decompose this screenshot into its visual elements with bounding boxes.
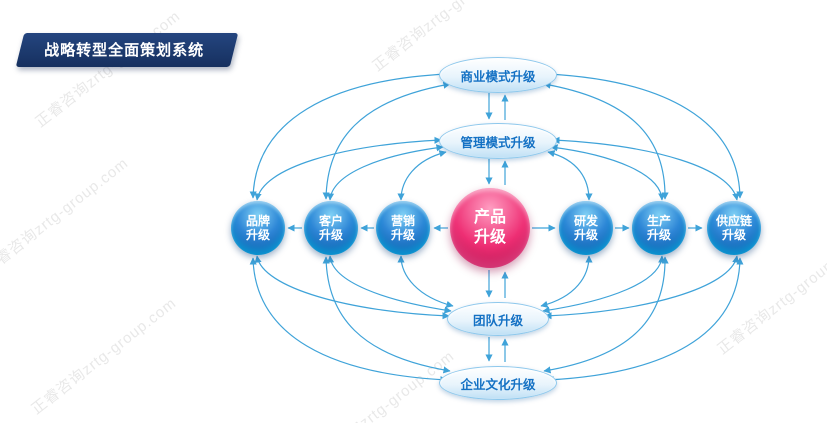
- node-management-model-upgrade: 管理模式升级: [439, 123, 557, 159]
- node-brand-upgrade: 品牌 升级: [231, 201, 285, 255]
- node-customer-upgrade: 客户 升级: [304, 201, 358, 255]
- node-team-upgrade: 团队升级: [447, 302, 549, 336]
- watermark: 正睿咨询zrtg-group.com: [0, 154, 132, 279]
- node-rnd-upgrade: 研发 升级: [559, 201, 613, 255]
- node-culture-upgrade: 企业文化升级: [439, 366, 557, 400]
- node-business-model-upgrade: 商业模式升级: [439, 57, 557, 93]
- watermark: 正睿咨询zrtg-group.com: [32, 7, 184, 132]
- node-marketing-upgrade: 营销 升级: [376, 201, 430, 255]
- page-title: 战略转型全面策划系统: [44, 42, 205, 59]
- title-banner: 战略转型全面策划系统: [15, 33, 239, 67]
- node-product-upgrade: 产品 升级: [450, 188, 530, 268]
- node-production-upgrade: 生产 升级: [632, 201, 686, 255]
- watermark: 正睿咨询zrtg-group.com: [306, 347, 458, 423]
- node-supply-chain-upgrade: 供应链 升级: [707, 201, 761, 255]
- watermark: 正睿咨询zrtg-group.com: [28, 294, 180, 419]
